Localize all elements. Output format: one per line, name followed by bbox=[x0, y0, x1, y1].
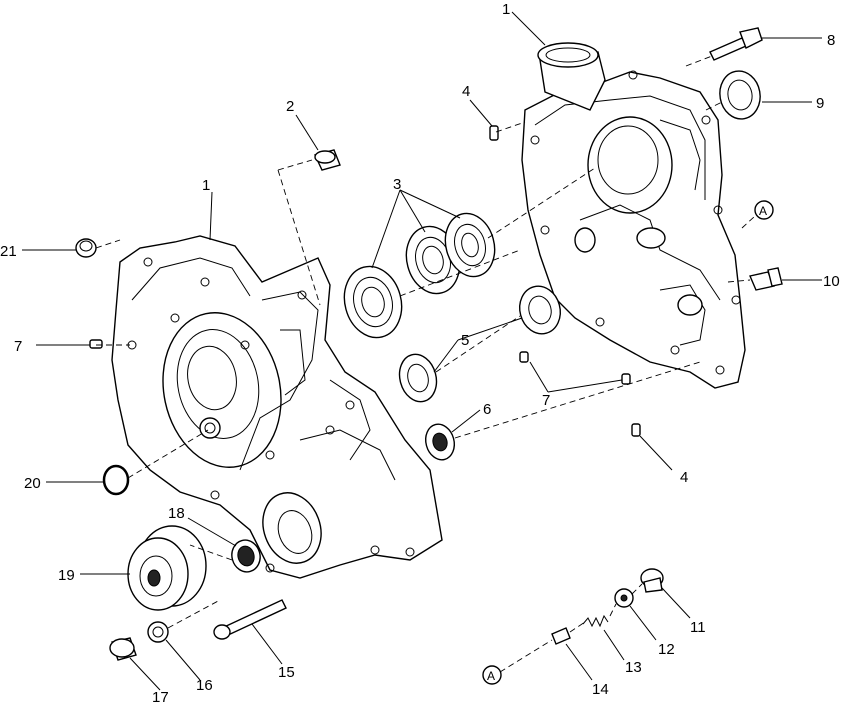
washer-twelve bbox=[614, 588, 634, 608]
dowel-pin-top bbox=[489, 125, 499, 141]
plug-eleven bbox=[640, 568, 664, 593]
callout-21: 21 bbox=[0, 243, 17, 260]
callout-7-left: 7 bbox=[14, 338, 22, 355]
bolt-fifteen bbox=[213, 599, 287, 640]
callout-4-top: 4 bbox=[462, 83, 470, 100]
callout-9: 9 bbox=[816, 95, 824, 112]
reference-mark-top: A bbox=[741, 200, 774, 229]
bearing-small-left bbox=[398, 353, 438, 403]
spring-thirteen bbox=[582, 614, 609, 628]
plunger-fourteen bbox=[551, 627, 571, 645]
left-crankcase-half bbox=[111, 235, 443, 579]
bearing-small-right bbox=[519, 285, 561, 335]
callout-6: 6 bbox=[483, 401, 491, 418]
plug-twentyone bbox=[75, 238, 97, 258]
callout-10: 10 bbox=[823, 273, 840, 290]
reference-mark-bottom: A bbox=[482, 665, 502, 685]
bearing-large-3 bbox=[444, 212, 496, 278]
callout-4-bottom: 4 bbox=[680, 469, 688, 486]
bearing-six bbox=[424, 423, 456, 461]
washer-sixteen bbox=[147, 621, 169, 643]
pulley-nineteen bbox=[127, 525, 207, 611]
filler-neck bbox=[537, 42, 606, 111]
bolt-eight bbox=[709, 27, 763, 61]
dowel-pin-bottom bbox=[631, 423, 641, 437]
dowel-pin-left bbox=[89, 339, 103, 349]
seal-eighteen bbox=[231, 539, 261, 573]
dowel-pin-right-a bbox=[519, 351, 529, 363]
callout-14: 14 bbox=[592, 681, 609, 698]
callout-18: 18 bbox=[168, 505, 185, 522]
reference-mark-bottom-label: A bbox=[487, 669, 495, 683]
callout-19: 19 bbox=[58, 567, 75, 584]
callout-2: 2 bbox=[286, 98, 294, 115]
alignment-lines bbox=[95, 55, 751, 673]
callout-12: 12 bbox=[658, 641, 675, 658]
callout-5: 5 bbox=[461, 332, 469, 349]
callout-1-left: 1 bbox=[202, 177, 210, 194]
dowel-sleeve bbox=[314, 149, 341, 171]
oil-seal-nine bbox=[719, 70, 761, 120]
callout-15: 15 bbox=[278, 664, 295, 681]
drain-plug-seventeen bbox=[109, 637, 137, 661]
callout-1-top: 1 bbox=[502, 1, 510, 18]
callout-11: 11 bbox=[690, 619, 706, 636]
callout-20: 20 bbox=[24, 475, 41, 492]
o-ring-twenty bbox=[102, 464, 130, 496]
dowel-pin-right-b bbox=[621, 373, 631, 385]
callout-16: 16 bbox=[196, 677, 213, 694]
callout-7-right: 7 bbox=[542, 392, 550, 409]
callout-13: 13 bbox=[625, 659, 642, 676]
callout-3: 3 bbox=[393, 176, 401, 193]
leader-lines bbox=[22, 11, 822, 691]
reference-mark-top-label: A bbox=[759, 204, 767, 218]
callout-17: 17 bbox=[152, 689, 169, 703]
right-crankcase-half bbox=[521, 70, 746, 389]
callout-8: 8 bbox=[827, 32, 835, 49]
bearing-large-1 bbox=[343, 265, 403, 339]
fitting-ten bbox=[749, 267, 783, 291]
